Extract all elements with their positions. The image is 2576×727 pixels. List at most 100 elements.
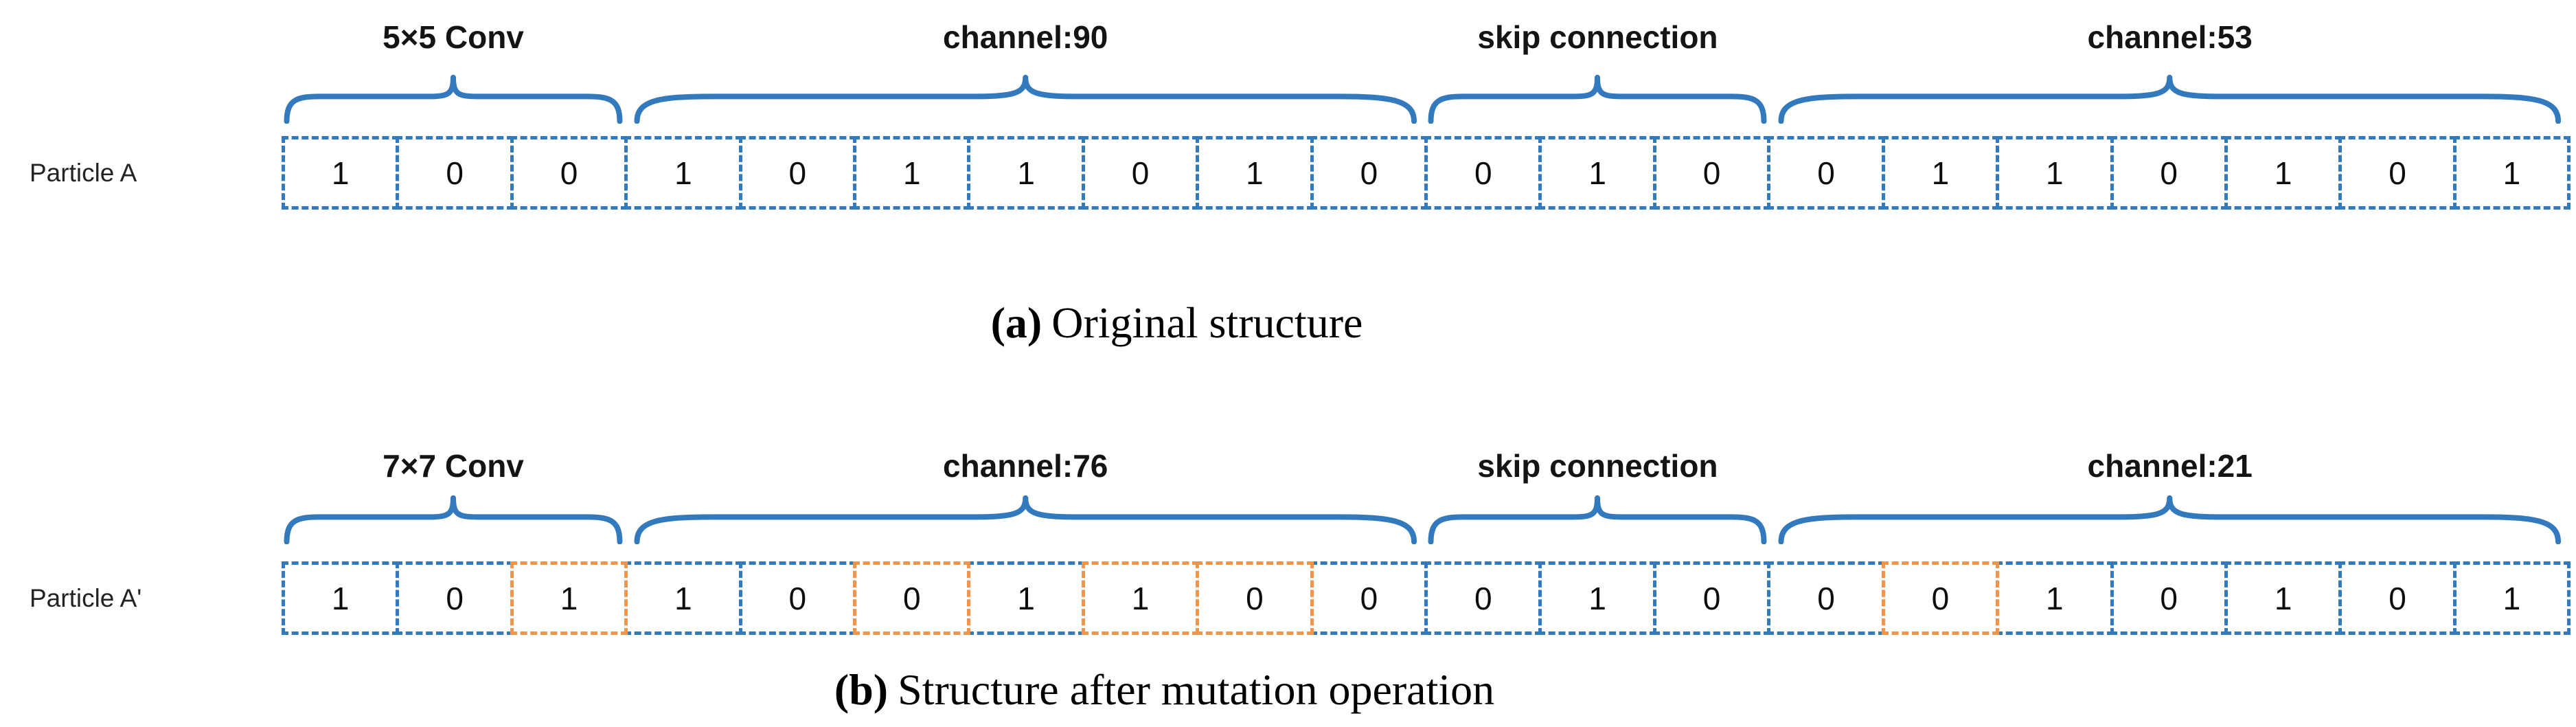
gene-cell: 0 xyxy=(2338,136,2457,210)
gene-value: 1 xyxy=(331,155,350,191)
gene-cell: 0 xyxy=(1652,561,1771,636)
gene-cell: 1 xyxy=(1881,136,2000,210)
caption-b: (b)Structure after mutation operation xyxy=(0,666,2452,713)
gene-cell: 1 xyxy=(2224,561,2343,636)
gene-cell: 0 xyxy=(1310,561,1428,636)
gene-value: 0 xyxy=(1360,155,1378,191)
row-gutter-a: Particle A xyxy=(0,136,282,210)
gene-value: 0 xyxy=(446,155,464,191)
segment-label: channel:21 xyxy=(2087,447,2253,484)
gene-cell: 1 xyxy=(2452,561,2571,636)
segment-brace xyxy=(1426,74,1769,124)
segment-label: channel:76 xyxy=(943,447,1108,484)
gene-value: 1 xyxy=(1246,155,1264,191)
gene-cell: 1 xyxy=(624,561,742,636)
gene-value: 0 xyxy=(1702,580,1721,616)
gene-cell: 0 xyxy=(396,561,514,636)
gene-cell-mutated: 1 xyxy=(1081,561,1200,636)
gene-cell: 1 xyxy=(967,561,1085,636)
segment-brace xyxy=(1769,495,2571,544)
gene-value: 0 xyxy=(2160,580,2178,616)
gene-value: 0 xyxy=(1817,155,1835,191)
gene-value: 0 xyxy=(560,155,578,191)
gene-cell: 0 xyxy=(1424,561,1542,636)
gene-cell: 1 xyxy=(967,136,1085,210)
gene-cell: 0 xyxy=(396,136,514,210)
gene-cell: 1 xyxy=(2452,136,2571,210)
gene-cell-mutated: 0 xyxy=(1881,561,2000,636)
gene-cell: 0 xyxy=(2338,561,2457,636)
gene-value: 1 xyxy=(1131,580,1150,616)
segment-brace xyxy=(282,495,625,544)
brace-icon xyxy=(1426,74,1769,124)
gene-value: 0 xyxy=(1474,580,1492,616)
gene-value: 0 xyxy=(1360,580,1378,616)
gene-value: 0 xyxy=(1931,580,1950,616)
gene-cell-mutated: 1 xyxy=(510,561,628,636)
gene-value: 1 xyxy=(674,580,692,616)
gene-cell: 1 xyxy=(1996,561,2114,636)
braces-row-b xyxy=(282,495,2571,544)
gene-cell: 1 xyxy=(1196,136,1314,210)
gene-value: 0 xyxy=(1246,580,1264,616)
caption-b-tag: (b) xyxy=(834,665,889,715)
gene-cell: 1 xyxy=(1538,136,1656,210)
brace-icon xyxy=(282,495,625,544)
gene-cell: 0 xyxy=(510,136,628,210)
gene-value: 1 xyxy=(560,580,578,616)
gene-value: 0 xyxy=(446,580,464,616)
gene-cell: 1 xyxy=(2224,136,2343,210)
gene-value: 1 xyxy=(674,155,692,191)
gene-value: 0 xyxy=(1817,580,1835,616)
segment-brace xyxy=(1769,74,2571,124)
brace-icon xyxy=(1426,495,1769,544)
row-gutter-b: Particle A' xyxy=(0,561,282,635)
caption-a-tag: (a) xyxy=(990,298,1042,347)
gene-cell: 0 xyxy=(1652,136,1771,210)
gene-cell: 0 xyxy=(1081,136,1200,210)
gene-cell: 1 xyxy=(282,561,400,636)
gene-value: 0 xyxy=(1131,155,1150,191)
gene-value: 1 xyxy=(2274,155,2292,191)
gene-value: 1 xyxy=(2046,155,2064,191)
braces-row-a xyxy=(282,74,2571,124)
gene-value: 1 xyxy=(2274,580,2292,616)
gene-cell: 1 xyxy=(282,136,400,210)
segment-label: channel:90 xyxy=(943,19,1108,55)
segment-label: 5×5 Conv xyxy=(383,19,524,55)
gene-value: 1 xyxy=(1017,155,1035,191)
panel-mutated-structure: 7×7 Conv channel:76 skip connection channel… xyxy=(0,443,2576,713)
segment-label: 7×7 Conv xyxy=(383,447,524,484)
segment-label: channel:53 xyxy=(2087,19,2253,55)
gene-value: 1 xyxy=(331,580,350,616)
brace-icon xyxy=(1769,74,2571,124)
segment-brace xyxy=(625,495,1426,544)
segment-labels-row-b: 7×7 Conv channel:76 skip connection channel… xyxy=(282,443,2571,484)
gene-cell: 0 xyxy=(738,561,857,636)
caption-b-text: Structure after mutation operation xyxy=(898,665,1495,715)
gene-value: 0 xyxy=(1702,155,1721,191)
caption-a: (a)Original structure xyxy=(0,299,2465,346)
gene-cell: 1 xyxy=(1538,561,1656,636)
gene-cell: 1 xyxy=(1996,136,2114,210)
gene-value: 0 xyxy=(2389,580,2406,616)
segment-brace xyxy=(625,74,1426,124)
gene-value: 0 xyxy=(2160,155,2178,191)
particle-a-label: Particle A xyxy=(30,158,137,187)
gene-value: 1 xyxy=(1588,580,1606,616)
gene-cell: 0 xyxy=(2110,561,2228,636)
gene-value: 0 xyxy=(788,155,807,191)
gene-cell-mutated: 0 xyxy=(853,561,971,636)
gene-value: 0 xyxy=(788,580,807,616)
segment-label: skip connection xyxy=(1477,447,1718,484)
gene-cell: 1 xyxy=(624,136,742,210)
gene-value: 0 xyxy=(1474,155,1492,191)
gene-value: 1 xyxy=(2503,155,2521,191)
gene-cell: 0 xyxy=(738,136,857,210)
gene-cell: 0 xyxy=(1767,136,1885,210)
